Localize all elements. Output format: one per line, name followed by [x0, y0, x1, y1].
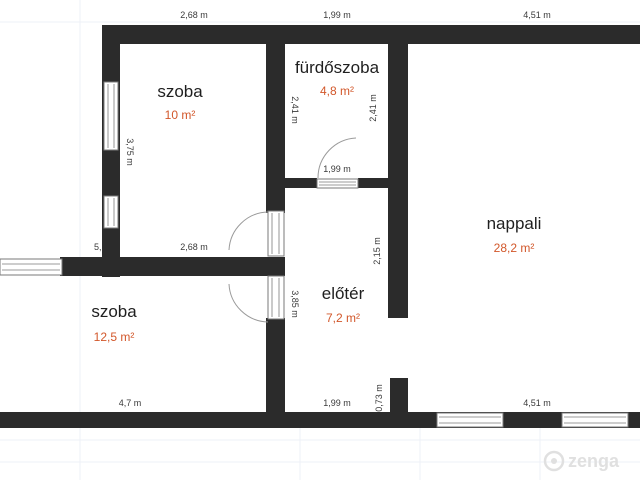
room-area-living: 28,2 m² — [494, 241, 535, 255]
room-area-szoba-lower: 12,5 m² — [94, 330, 135, 344]
dim-top-bathroom: 1,99 m — [323, 10, 351, 20]
dim-hallway-left: 3,85 m — [290, 290, 300, 318]
dim-top-living: 4,51 m — [523, 10, 551, 20]
dim-bottom-szoba: 4,7 m — [119, 398, 142, 408]
room-area-bathroom: 4,8 m² — [320, 84, 354, 98]
door-szoba-lower — [228, 275, 285, 323]
wall-bathroom-living — [388, 25, 408, 318]
room-area-hallway: 7,2 m² — [326, 311, 360, 325]
dim-bottom-living: 4,51 m — [523, 398, 551, 408]
room-labels: szoba 10 m² fürdőszoba 4,8 m² nappali 28… — [91, 58, 541, 344]
window-bottom-1 — [436, 412, 504, 428]
dim-szoba-upper-bottom: 2,68 m — [180, 242, 208, 252]
windows — [0, 81, 629, 428]
window-bottom-2 — [561, 412, 629, 428]
dim-hallway-stub: 0,73 m — [374, 384, 384, 412]
room-name-szoba-upper: szoba — [157, 82, 203, 101]
dim-bathroom-right: 2,41 m — [368, 94, 378, 122]
wall-top — [102, 25, 640, 44]
dim-top-szoba: 2,68 m — [180, 10, 208, 20]
window-left-lower — [103, 195, 119, 229]
dimension-labels: 2,68 m 1,99 m 4,51 m 2,41 m 2,41 m 3,75 … — [94, 10, 551, 412]
room-name-living: nappali — [487, 214, 542, 233]
dim-bathroom-bottom: 1,99 m — [323, 164, 351, 174]
window-left-upper — [103, 81, 119, 151]
wall-hallway-left-lower — [266, 318, 285, 428]
room-name-hallway: előtér — [322, 284, 365, 303]
brand-watermark: zenga — [543, 450, 620, 472]
wall-szoba-bathroom — [266, 25, 285, 213]
brand-logo-icon — [543, 450, 565, 472]
room-name-bathroom: fürdőszoba — [295, 58, 380, 77]
wall-bathroom-bottom — [266, 178, 317, 188]
window-left-outer — [0, 258, 63, 276]
wall-bottom — [0, 412, 640, 428]
room-area-szoba-upper: 10 m² — [165, 108, 196, 122]
wall-bathroom-bottom-right — [358, 178, 398, 188]
door-bathroom — [316, 137, 359, 189]
brand-logo-dot — [551, 458, 557, 464]
wall-middle — [60, 257, 285, 276]
wall-left-upper-room — [102, 25, 120, 277]
dim-szoba-upper-height: 3,75 m — [125, 138, 135, 166]
doors — [228, 137, 359, 323]
room-name-szoba-lower: szoba — [91, 302, 137, 321]
dim-hallway-right-upper: 2,15 m — [372, 237, 382, 265]
dim-middle-partial: 5, — [94, 242, 102, 252]
brand-name: zenga — [568, 451, 620, 471]
dim-bottom-hallway: 1,99 m — [323, 398, 351, 408]
dim-bathroom-left: 2,41 m — [290, 96, 300, 124]
door-szoba-upper — [228, 210, 285, 257]
